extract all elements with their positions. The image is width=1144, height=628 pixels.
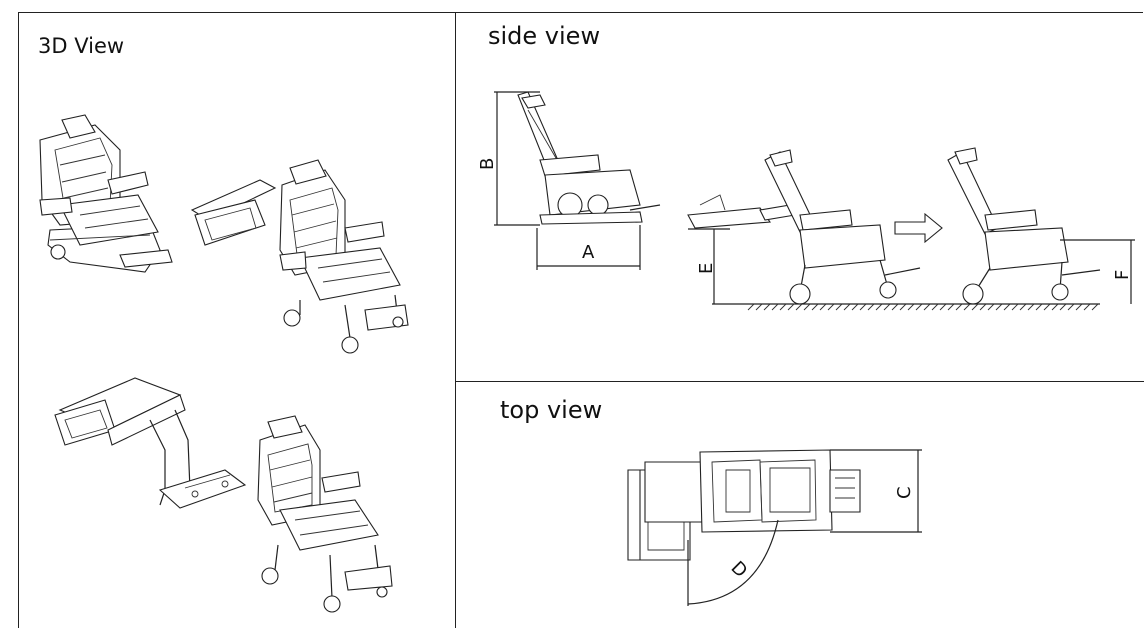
tray-assembly-3d xyxy=(54,377,247,509)
dimension-label-d: D xyxy=(727,557,752,582)
dimension-a: A xyxy=(536,225,641,270)
dimension-label-a: A xyxy=(582,242,595,263)
dimension-label-c: C xyxy=(894,486,915,499)
dimension-label-e: E xyxy=(696,263,717,274)
chair-3d-reclining xyxy=(257,415,393,613)
transition-arrow xyxy=(894,212,943,244)
panel-title-top-view: top view xyxy=(500,396,603,424)
floor-hatch xyxy=(712,303,1100,311)
dimension-b: B xyxy=(477,91,540,226)
dimension-f: F xyxy=(1060,239,1135,304)
outer-frame xyxy=(18,12,1143,628)
panel-title-side-view: side view xyxy=(488,22,601,50)
vertical-divider xyxy=(455,12,456,628)
chair-3d-with-tray xyxy=(190,159,409,354)
horizontal-divider xyxy=(455,381,1144,382)
dimension-label-b: B xyxy=(477,158,498,170)
chair-3d-plain xyxy=(39,114,173,273)
dimension-c: C xyxy=(830,449,922,533)
dimension-d: D xyxy=(687,519,779,606)
dimension-e: E xyxy=(688,228,730,304)
side-view-chair-folded xyxy=(517,91,661,225)
dimension-label-f: F xyxy=(1112,270,1133,280)
panel-title-3d-view: 3D View xyxy=(38,34,125,58)
side-view-chair-no-tray xyxy=(947,147,1101,305)
top-view-chair xyxy=(627,449,861,561)
side-view-chair-with-tray xyxy=(687,149,921,305)
